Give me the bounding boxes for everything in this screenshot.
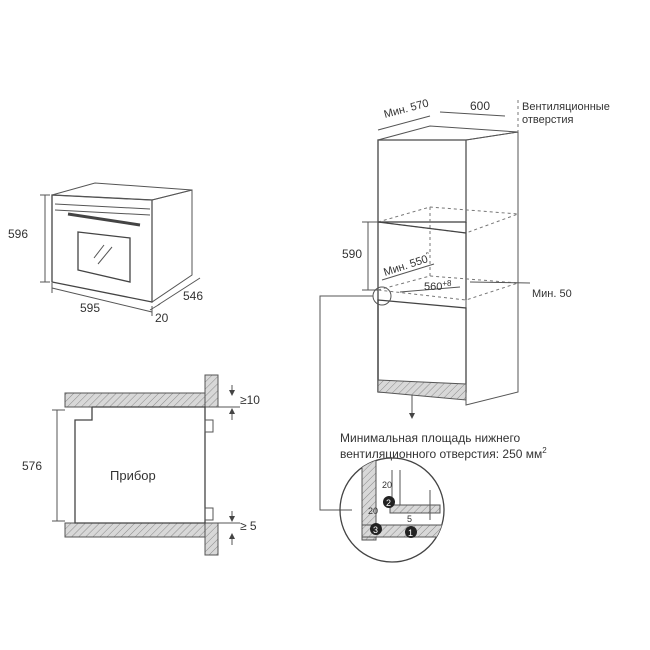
- note-line1: Минимальная площадь нижнего: [340, 431, 521, 445]
- cabinet-side-panel: [465, 131, 519, 406]
- svg-text:3: 3: [373, 525, 378, 535]
- vent-area-note: Минимальная площадь нижнего вентиляционн…: [340, 431, 547, 461]
- appliance-outline: [74, 406, 206, 524]
- oven-control-strip: [54, 203, 151, 210]
- cabinet-width-label: 600: [470, 99, 490, 113]
- appliance-label: Прибор: [110, 468, 156, 483]
- plinth-vent: [377, 379, 467, 401]
- niche-height-label: 590: [342, 247, 362, 261]
- min-gap-label: Мин. 50: [532, 288, 572, 300]
- oven-height-label: 596: [8, 227, 28, 241]
- oven-door-offset-label: 20: [155, 311, 169, 325]
- marker-1: [405, 526, 417, 538]
- oven-3d-view: 596 595 546 20: [8, 182, 203, 325]
- wall-bottom: [204, 522, 219, 556]
- vent-label-line1: Вентиляционные: [522, 101, 610, 113]
- detail-leader-line: [319, 295, 373, 511]
- marker-3: [370, 523, 382, 535]
- oven-depth-dim: [157, 277, 201, 306]
- oven-handle: [67, 212, 141, 227]
- wall-top: [204, 374, 219, 408]
- detail-dim-left: 20: [368, 506, 378, 516]
- side-section-view: Прибор 576 ≥10 ≥ 5: [22, 374, 260, 556]
- detail-zoom: 20 20 5 2 3 1: [339, 457, 445, 563]
- oven-top-face: [51, 182, 193, 201]
- bottom-shelf: [64, 522, 206, 538]
- top-gap-label: ≥10: [240, 393, 260, 407]
- appliance-height-label: 576: [22, 459, 42, 473]
- oven-width-dim: [51, 287, 153, 313]
- svg-text:2: 2: [386, 498, 391, 508]
- oven-width-label: 595: [80, 301, 100, 315]
- bottom-gap-label: ≥ 5: [240, 519, 257, 533]
- detail-dim-top: 20: [382, 480, 392, 490]
- note-line2: вентиляционного отверстия: 250 мм2: [340, 446, 547, 461]
- top-shelf: [64, 392, 206, 408]
- vent-label-line2: отверстия: [522, 114, 574, 126]
- detail-marker-circle: [372, 286, 392, 306]
- oven-depth-label: 546: [183, 289, 203, 303]
- detail-dim-small: 5: [407, 514, 412, 524]
- marker-2: [383, 496, 395, 508]
- lower-cabinet-front: [377, 299, 467, 393]
- upper-cabinet-front: [377, 139, 467, 223]
- oven-side-face: [151, 189, 193, 303]
- niche-dashed-top: [377, 206, 519, 234]
- svg-text:1: 1: [408, 528, 413, 538]
- niche-width-label: 560+8: [424, 279, 452, 293]
- min-inner-depth-label: Мин. 550": [382, 250, 433, 278]
- detail-zoom-circle: [339, 457, 445, 563]
- oven-window: [77, 231, 131, 283]
